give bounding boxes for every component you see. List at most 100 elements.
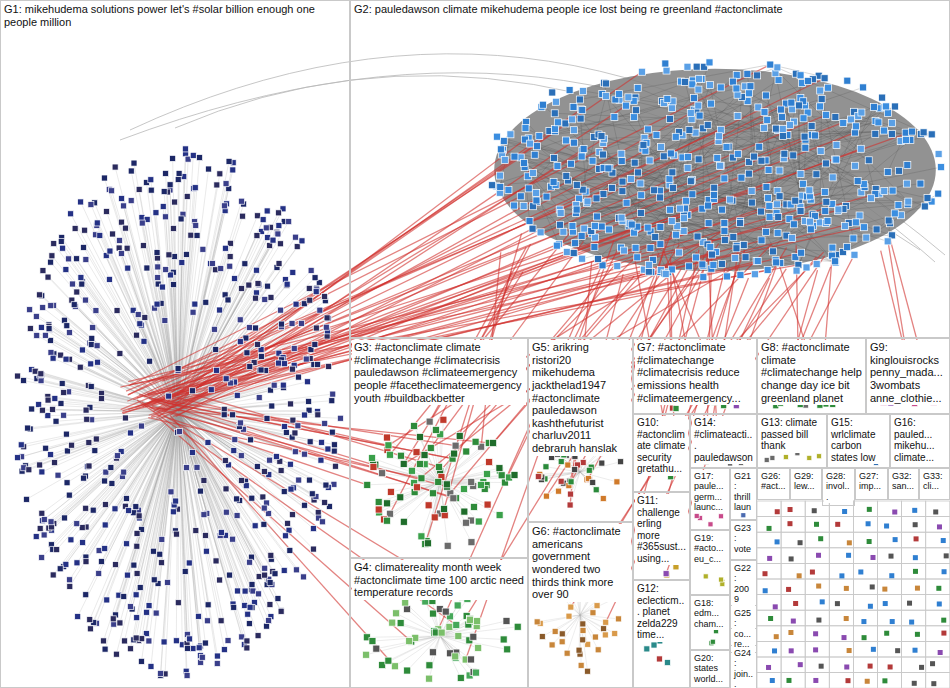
vertex-icon — [246, 325, 252, 331]
vertex-icon — [110, 616, 116, 622]
vertex-icon — [269, 403, 275, 409]
vertex-icon — [225, 297, 231, 303]
spoke-edge — [178, 412, 316, 497]
vertex-icon — [600, 151, 607, 158]
vertex-icon — [278, 468, 284, 474]
vertex-icon — [280, 382, 286, 388]
inner-edge — [525, 167, 582, 236]
vertex-icon — [182, 568, 188, 574]
vertex-icon — [102, 522, 108, 528]
red-edge — [170, 416, 394, 666]
vertex-icon — [154, 255, 160, 261]
vertex-icon — [267, 580, 273, 586]
vertex-icon — [81, 475, 87, 481]
vertex-icon — [331, 442, 337, 448]
vertex-icon — [322, 499, 328, 505]
inner-edge — [746, 206, 925, 257]
vertex-icon — [21, 378, 27, 384]
vertex-icon — [265, 283, 271, 289]
vertex-icon — [264, 623, 270, 629]
vertex-icon — [148, 187, 154, 193]
vertex-icon — [301, 451, 307, 457]
vertex-icon — [292, 430, 298, 436]
vertex-icon — [292, 449, 298, 455]
spoke-edge — [429, 636, 440, 679]
vertex-icon — [174, 531, 180, 537]
vertex-icon — [190, 309, 196, 315]
vertex-icon — [49, 253, 55, 259]
vertex-icon — [218, 618, 224, 624]
vertex-icon — [97, 232, 103, 238]
vertex-icon — [234, 513, 240, 519]
vertex-icon — [312, 275, 318, 281]
vertex-icon — [67, 583, 73, 589]
vertex-icon — [618, 158, 625, 165]
vertex-icon — [611, 113, 618, 120]
vertex-icon — [252, 523, 258, 529]
vertex-icon — [144, 609, 150, 615]
vertex-icon — [78, 274, 84, 280]
vertex-icon — [194, 464, 200, 470]
red-edge — [149, 398, 456, 445]
spoke-edge — [440, 636, 470, 675]
vertex-icon — [683, 197, 690, 204]
vertex-icon — [125, 265, 131, 271]
vertex-icon — [270, 237, 276, 243]
vertex-icon — [144, 265, 150, 271]
red-edge — [152, 133, 855, 405]
vertex-icon — [127, 430, 133, 436]
inner-edge — [770, 65, 923, 133]
vertex-icon — [161, 639, 167, 645]
vertex-icon — [26, 467, 32, 473]
vertex-icon — [102, 646, 108, 652]
vertex-icon — [856, 212, 863, 219]
spoke-edge — [71, 214, 178, 412]
spoke-edge — [580, 472, 617, 482]
vertex-icon — [255, 633, 261, 639]
spoke-edge — [580, 615, 598, 650]
spoke-edge — [178, 412, 313, 549]
inner-edge — [559, 106, 895, 244]
vertex-icon — [83, 592, 89, 598]
vertex-icon — [184, 193, 190, 199]
vertex-icon — [300, 574, 306, 580]
vertex-icon — [184, 465, 190, 471]
vertex-icon — [227, 572, 233, 578]
vertex-icon — [88, 342, 94, 348]
vertex-icon — [203, 299, 209, 305]
vertex-icon — [121, 469, 127, 475]
inner-edge — [693, 80, 833, 177]
spoke-edge — [178, 412, 202, 657]
spoke-edge — [42, 412, 178, 472]
vertex-icon — [61, 317, 67, 323]
vertex-icon — [329, 429, 335, 435]
spoke-edge — [91, 205, 178, 412]
vertex-icon — [175, 600, 181, 606]
spoke-edge — [52, 256, 178, 412]
vertex-icon — [205, 602, 211, 608]
spoke-edge — [129, 412, 178, 511]
vertex-icon — [52, 395, 58, 401]
vertex-icon — [162, 317, 168, 323]
vertex-icon — [254, 233, 260, 239]
red-edge — [158, 403, 453, 499]
vertex-icon — [182, 146, 188, 152]
spoke-edge — [440, 482, 471, 542]
vertex-icon — [221, 203, 227, 209]
vertex-icon — [240, 213, 246, 219]
vertex-icon — [775, 77, 782, 84]
inner-edge — [654, 135, 812, 191]
spoke-edge — [90, 412, 178, 629]
vertex-icon — [221, 647, 227, 653]
vertex-icon — [68, 537, 74, 543]
vertex-icon — [225, 638, 231, 644]
vertex-icon — [74, 289, 80, 295]
inner-edge — [541, 121, 876, 232]
vertex-icon — [119, 196, 125, 202]
vertex-icon — [317, 307, 323, 313]
inner-edge — [798, 107, 874, 265]
vertex-icon — [151, 577, 157, 583]
vertex-icon — [189, 449, 195, 455]
vertex-icon — [83, 257, 89, 263]
